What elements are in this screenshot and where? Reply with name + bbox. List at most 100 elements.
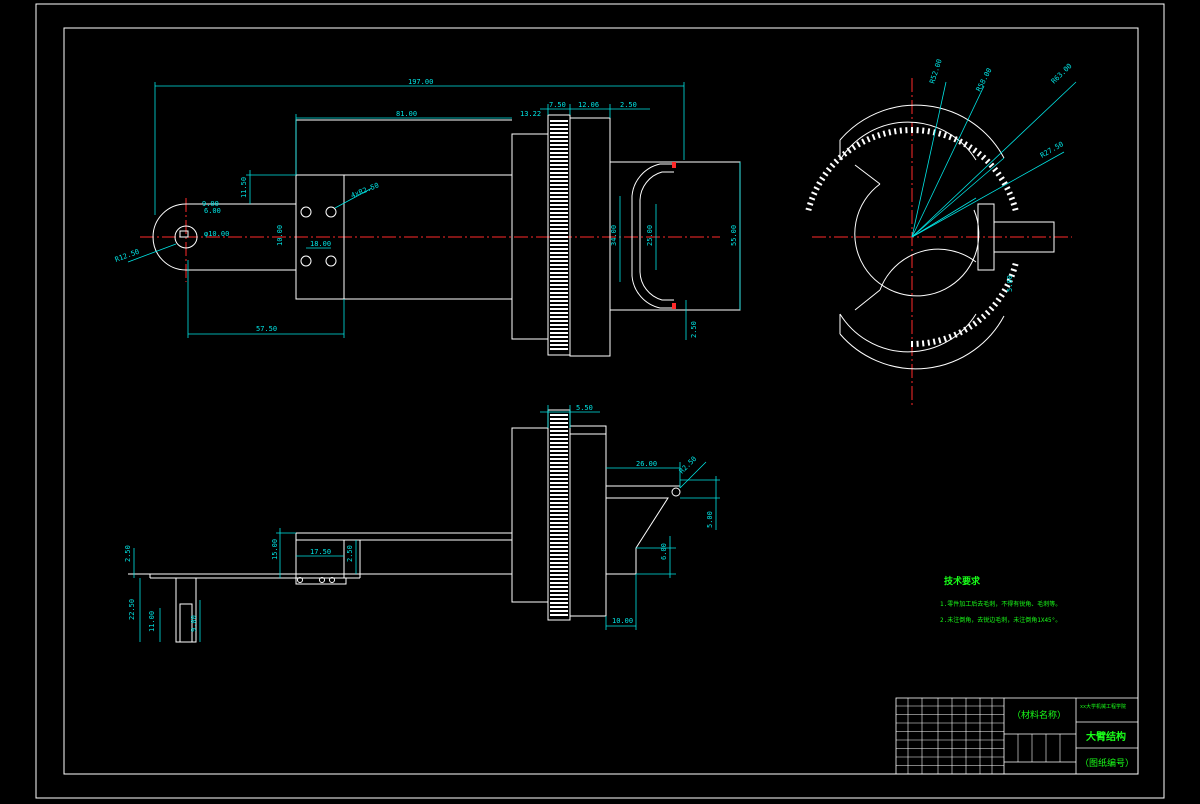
gear-tooth [550, 602, 568, 604]
gear-tooth [550, 132, 568, 134]
gear-tooth [993, 168, 998, 172]
dim-5-00: 5.00 [706, 511, 714, 528]
gear-tooth [989, 163, 993, 167]
gear-tooth [550, 172, 568, 174]
gear-tooth [550, 526, 568, 528]
gear-tooth [550, 574, 568, 576]
gear-tooth [884, 131, 886, 137]
gear-tooth [550, 614, 568, 616]
gear-tooth [550, 336, 568, 338]
gear-tooth [973, 321, 977, 326]
gear-tooth [939, 337, 941, 343]
gear-tooth [550, 506, 568, 508]
gear-tooth [550, 344, 568, 346]
bolt-hole-1 [301, 207, 311, 217]
gear-tooth [964, 327, 967, 332]
keyway [180, 231, 188, 237]
dim-11-50: 11.50 [240, 177, 248, 198]
title-block-grid [896, 698, 1060, 774]
gear-tooth [550, 450, 568, 452]
gear-tooth [550, 312, 568, 314]
gear-tooth [1012, 209, 1018, 211]
gear-tooth [550, 292, 568, 294]
gear-tooth [550, 288, 568, 290]
gear-tooth [550, 176, 568, 178]
gear-tooth [550, 418, 568, 420]
gear-tooth [550, 348, 568, 350]
gear-tooth [550, 184, 568, 186]
gear-tooth [550, 280, 568, 282]
gear-tooth [959, 139, 962, 144]
gear-tooth [550, 586, 568, 588]
gear-tooth [550, 152, 568, 154]
dim-6-00: 6.00 [204, 207, 221, 215]
gear-tooth [550, 148, 568, 150]
gear-tooth [550, 196, 568, 198]
gear-tooth [550, 466, 568, 468]
gear-tooth [550, 562, 568, 564]
gear-tooth [964, 142, 967, 147]
gear-tooth [901, 128, 902, 134]
gear-tooth [550, 168, 568, 170]
gear-tooth [550, 478, 568, 480]
dim-r12-50: R12.50 [114, 248, 141, 264]
gear-tooth [550, 180, 568, 182]
notes-line-1: 1.零件加工后去毛刺，不得有锐角、毛刺等。 [940, 600, 1061, 608]
gear-tooth [550, 332, 568, 334]
gear-tooth [999, 177, 1004, 180]
bottom-view: 5.50 26.00 R2.50 5.00 6.00 10.00 2.50 15… [124, 404, 720, 642]
dim-34: 34.00 [610, 225, 618, 246]
gear-tooth [550, 514, 568, 516]
school-name: xx大学机械工程学院 [1080, 703, 1126, 710]
dim-12-06: 12.06 [578, 101, 599, 109]
dim-2-50-left: 2.50 [124, 545, 132, 562]
gear-tooth [550, 490, 568, 492]
dim-2-50-right: 2.50 [690, 321, 698, 338]
dim-11-00: 11.00 [148, 611, 156, 632]
gear-tooth [550, 426, 568, 428]
gear-teeth-bottom [550, 414, 568, 616]
gripper-pin [672, 488, 680, 496]
gear-tooth [986, 311, 990, 315]
gear-tooth [550, 128, 568, 130]
notes-title: 技术要求 [944, 575, 981, 587]
gear-tooth [996, 172, 1001, 176]
drawing-name: 大臂结构 [1086, 730, 1126, 743]
gear-tooth [550, 518, 568, 520]
gear-tooth [934, 339, 935, 345]
dim-r52: R52.00 [928, 58, 943, 85]
gear-tooth [977, 152, 981, 157]
dim-r63: R63.00 [1050, 62, 1074, 85]
title-block: （材料名称） xx大学机械工程学院 大臂结构 （图纸编号） [896, 698, 1138, 774]
gear-tooth [550, 414, 568, 416]
gear-tooth [944, 336, 946, 342]
gear-tooth [550, 232, 568, 234]
gear-tooth [550, 164, 568, 166]
dim-15: 15.00 [271, 539, 279, 560]
gear-tooth [550, 248, 568, 250]
gear-tooth [847, 148, 851, 153]
jaw-mark-bottom [672, 303, 676, 309]
dim-5-50: 5.50 [576, 404, 593, 412]
gear-tooth [550, 458, 568, 460]
dim-2-50-right-bottom: 2.50 [346, 545, 354, 562]
dim-10-00-vertical: 10.00 [276, 225, 284, 246]
gear-tooth [550, 120, 568, 122]
gear-tooth [550, 304, 568, 306]
gear-tooth [928, 128, 929, 134]
gear-tooth [550, 482, 568, 484]
bottom-view-dimensions: 5.50 26.00 R2.50 5.00 6.00 10.00 2.50 15… [124, 404, 720, 642]
dim-7-50: 7.50 [549, 101, 566, 109]
gripper-box [610, 162, 740, 310]
gear-tooth [834, 159, 838, 163]
dim-9-00-bottom: 9.00 [190, 615, 198, 632]
gear-tooth [550, 554, 568, 556]
gear-tooth [807, 203, 813, 205]
gear-tooth [809, 198, 815, 200]
gear-tooth [550, 260, 568, 262]
outer-frame [36, 4, 1164, 798]
gear-tooth [550, 124, 568, 126]
bolt-hole-4 [326, 256, 336, 266]
dim-57-50: 57.50 [256, 325, 277, 333]
